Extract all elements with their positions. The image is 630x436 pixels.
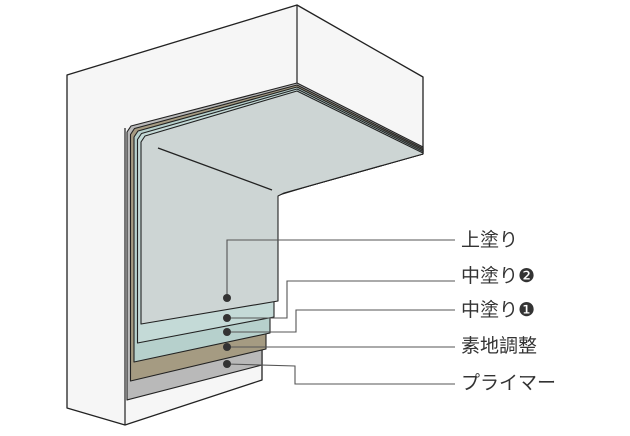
marker-dot-surface-prep: [223, 343, 231, 351]
layer-top-coat: [140, 90, 424, 325]
marker-dot-top-coat: [223, 294, 231, 302]
marker-dot-middle-coat-2: [223, 314, 231, 322]
marker-dot-middle-coat-1: [223, 328, 231, 336]
label-middle-coat-2: 中塗り❷: [461, 265, 536, 287]
label-primer: プライマー: [461, 372, 557, 394]
leader-top-coat: [226, 239, 455, 298]
label-middle-coat-1: 中塗り❶: [461, 299, 536, 321]
ceiling-fold-line: [157, 147, 273, 191]
leader-middle-coat-2: [227, 280, 455, 319]
leader-middle-coat-1: [227, 309, 455, 333]
label-surface-prep: 素地調整: [461, 335, 538, 357]
marker-dot-primer: [223, 360, 231, 368]
label-top-coat: 上塗り: [461, 229, 519, 251]
leader-primer: [226, 363, 455, 385]
